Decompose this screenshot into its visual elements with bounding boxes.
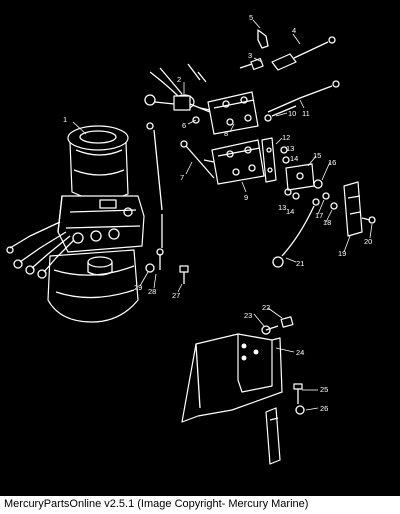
callout-4: 4	[292, 26, 296, 35]
callout-13: 13	[286, 144, 294, 153]
callout-25: 25	[320, 385, 328, 394]
callout-22: 22	[262, 303, 270, 312]
callout-20: 20	[364, 237, 372, 246]
callout-16: 16	[328, 158, 336, 167]
pump-motor-assembly[interactable]	[6, 125, 145, 323]
solenoid-bracket[interactable]	[261, 137, 315, 191]
callout-24: 24	[296, 348, 304, 357]
battery-cable-upper[interactable]	[271, 36, 336, 71]
bracket-bolt[interactable]	[293, 383, 305, 415]
wiring-harness[interactable]	[144, 63, 219, 117]
callout-10: 10	[288, 109, 296, 118]
callout-3: 3	[248, 51, 252, 60]
callout-12: 12	[282, 133, 290, 142]
callout-29: 29	[134, 283, 142, 292]
bracket-screw[interactable]	[261, 316, 294, 335]
callout-23: 23	[244, 311, 252, 320]
callout-5: 5	[249, 13, 253, 22]
callout-27: 27	[172, 291, 180, 300]
callout-labels: 1 2 3 4 5 6 7 8 9 10 11 12 13 14 15 16 1…	[63, 13, 372, 413]
callout-1: 1	[63, 115, 67, 124]
lead-wires[interactable]	[146, 116, 215, 248]
jumper-wires[interactable]	[264, 80, 340, 122]
parts-diagram: 1 2 3 4 5 6 7 8 9 10 11 12 13 14 15 16 1…	[0, 0, 400, 496]
callout-14b: 14	[286, 207, 294, 216]
callout-19: 19	[338, 249, 346, 258]
callout-26: 26	[320, 404, 328, 413]
footer-bar: MercuryPartsOnline v2.5.1 (Image Copyrig…	[0, 496, 400, 514]
callout-21: 21	[296, 259, 304, 268]
callout-28: 28	[148, 287, 156, 296]
callout-leaders	[72, 19, 373, 411]
lower-fasteners[interactable]	[145, 248, 189, 284]
callout-9: 9	[244, 193, 248, 202]
battery-cable-lower[interactable]	[272, 198, 320, 268]
callout-7: 7	[180, 173, 184, 182]
solenoid-lower[interactable]	[203, 139, 265, 185]
callout-13b: 13	[278, 203, 286, 212]
callout-8: 8	[224, 129, 228, 138]
wire-boot-and-clip[interactable]	[239, 29, 269, 71]
callout-15: 15	[313, 151, 321, 160]
solenoid-upper[interactable]	[199, 91, 259, 135]
callout-2: 2	[177, 75, 181, 84]
callout-11: 11	[302, 109, 310, 118]
nuts-washers[interactable]	[280, 146, 338, 210]
pump-mounting-bracket[interactable]	[181, 333, 283, 465]
callout-14: 14	[290, 154, 298, 163]
copyright-caption: MercuryPartsOnline v2.5.1 (Image Copyrig…	[4, 498, 309, 510]
callout-18: 18	[323, 218, 331, 227]
mounting-block[interactable]	[343, 181, 376, 237]
exploded-view-drawing: 1 2 3 4 5 6 7 8 9 10 11 12 13 14 15 16 1…	[6, 13, 376, 465]
callout-17: 17	[315, 211, 323, 220]
callout-6: 6	[182, 121, 186, 130]
